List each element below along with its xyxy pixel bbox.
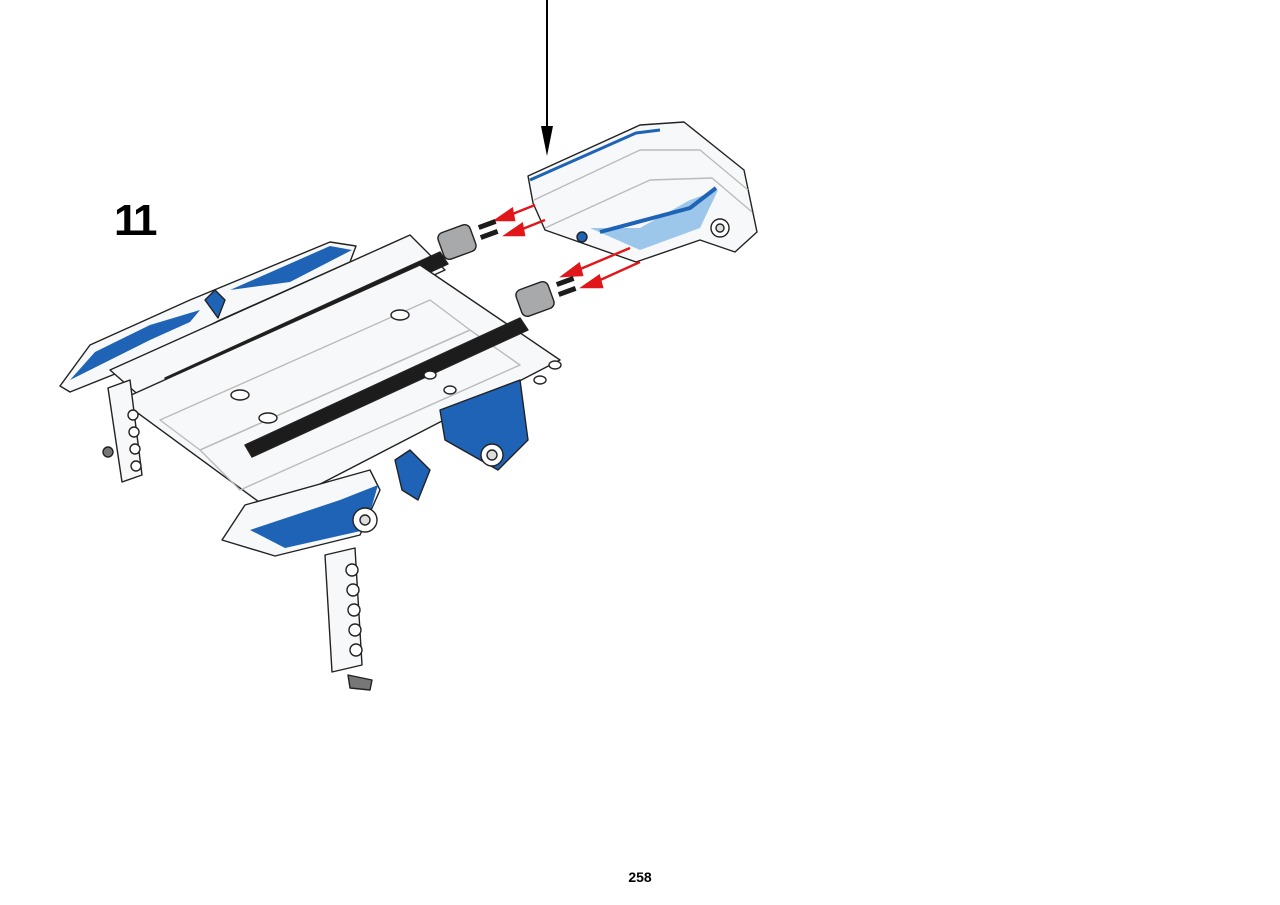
page-number: 258 (628, 869, 652, 885)
incoming-panel (527, 121, 758, 263)
step-number: 11 (114, 196, 157, 245)
insertion-arrow-icon (492, 203, 641, 289)
down-arrow-icon (541, 0, 553, 156)
main-assembly (59, 219, 577, 691)
